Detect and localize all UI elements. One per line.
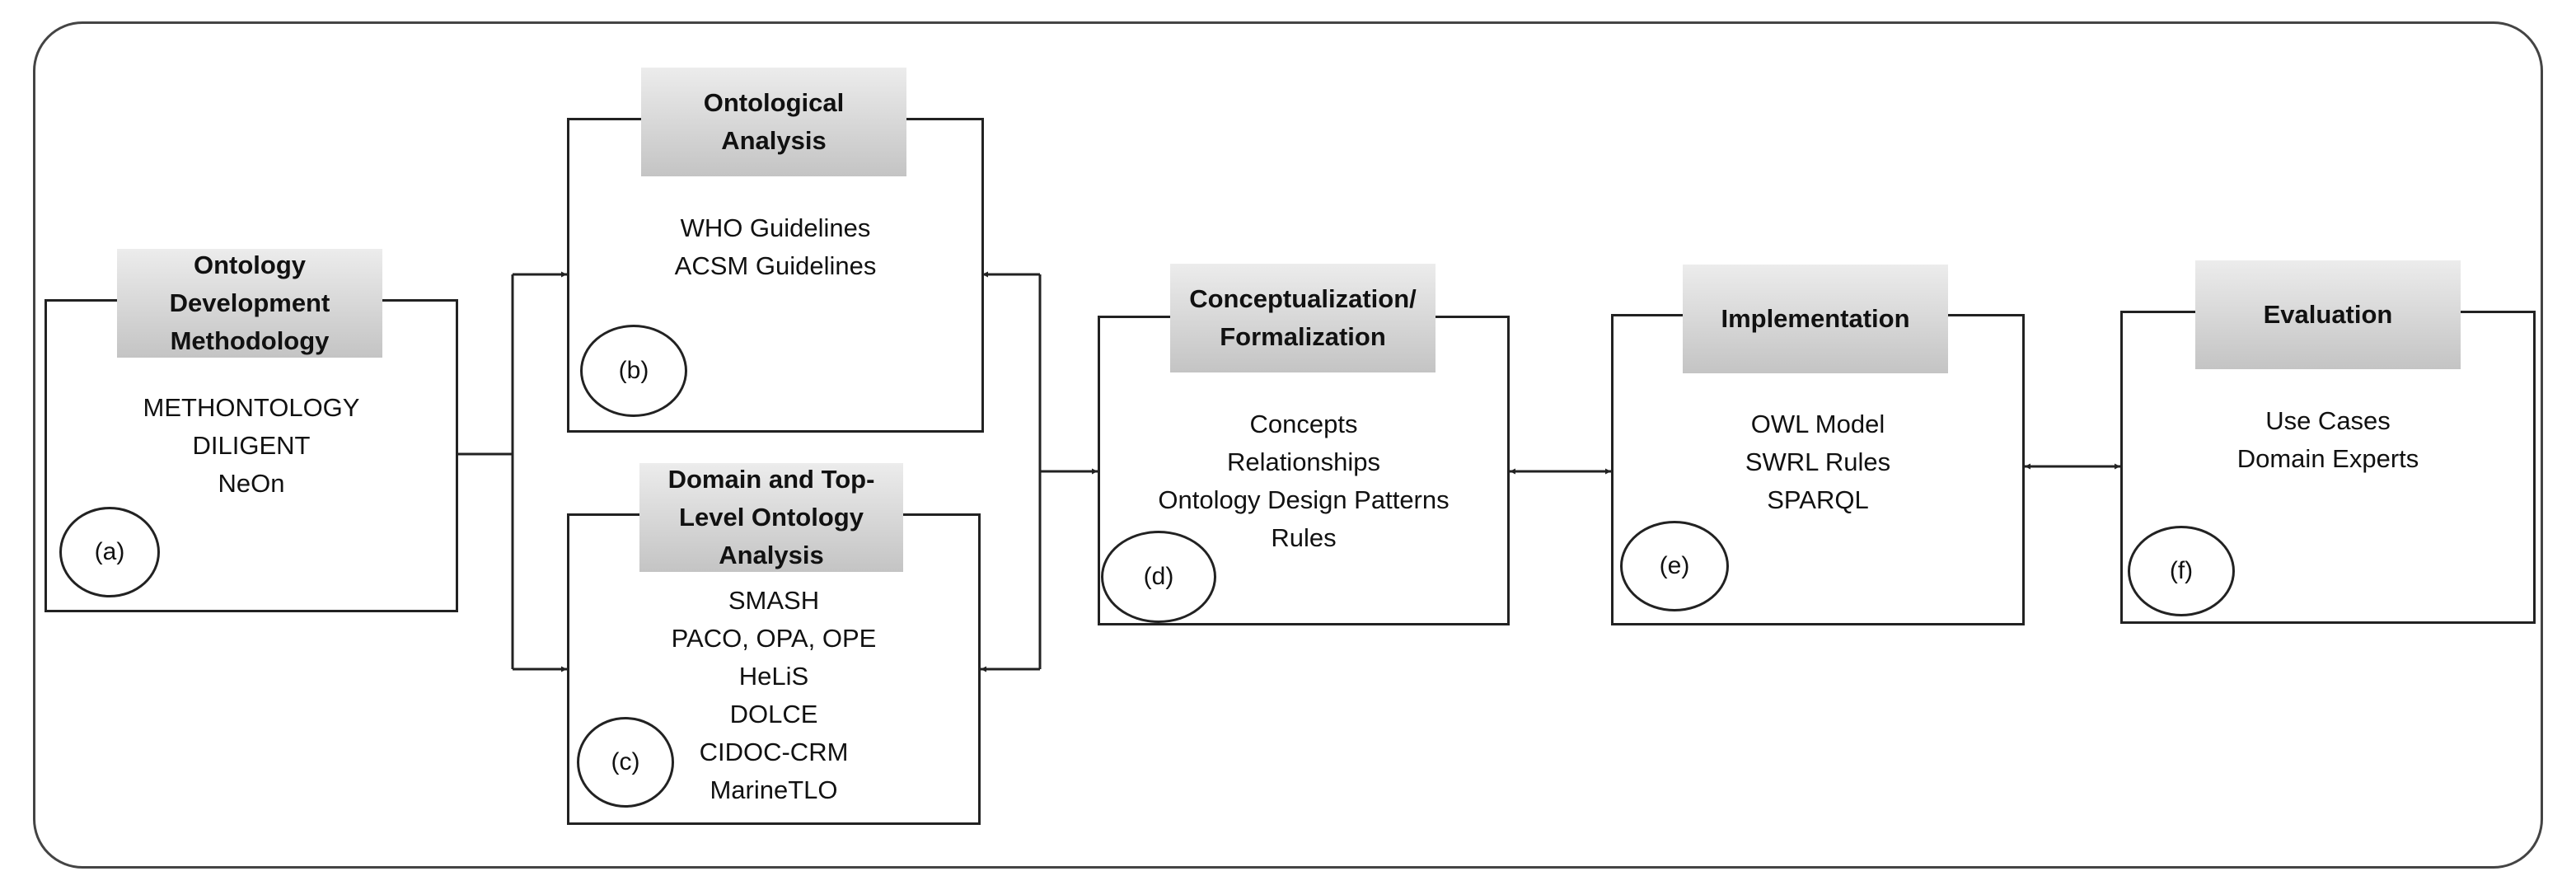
domain-item: HeLiS bbox=[738, 662, 809, 691]
domain-item: SMASH bbox=[728, 586, 820, 615]
implementation-items: OWL Model SWRL Rules SPARQL bbox=[1611, 405, 2025, 519]
conceptualization-item: Ontology Design Patterns bbox=[1158, 485, 1450, 514]
badge-d: (d) bbox=[1101, 531, 1216, 623]
badge-c: (c) bbox=[577, 717, 674, 808]
ontological-header: Ontological Analysis bbox=[641, 68, 906, 176]
ontological-item: WHO Guidelines bbox=[680, 213, 871, 242]
domain-item: CIDOC-CRM bbox=[699, 738, 849, 766]
implementation-item: SPARQL bbox=[1767, 485, 1869, 514]
evaluation-item: Use Cases bbox=[2265, 406, 2391, 435]
ontological-item: ACSM Guidelines bbox=[674, 251, 877, 280]
evaluation-item: Domain Experts bbox=[2236, 444, 2419, 473]
ontological-items: WHO Guidelines ACSM Guidelines bbox=[567, 209, 984, 285]
conceptualization-item: Relationships bbox=[1226, 447, 1381, 476]
domain-item: DOLCE bbox=[729, 700, 818, 728]
domain-item: MarineTLO bbox=[710, 775, 838, 804]
implementation-header: Implementation bbox=[1683, 265, 1948, 373]
methodology-header: Ontology Development Methodology bbox=[117, 249, 382, 358]
methodology-item: NeOn bbox=[218, 469, 285, 498]
methodology-items: METHONTOLOGY DILIGENT NeOn bbox=[44, 389, 458, 503]
evaluation-header: Evaluation bbox=[2195, 260, 2461, 369]
implementation-item: OWL Model bbox=[1750, 410, 1885, 438]
methodology-item: DILIGENT bbox=[192, 431, 311, 460]
conceptualization-item: Rules bbox=[1271, 523, 1337, 552]
badge-e: (e) bbox=[1620, 521, 1729, 611]
implementation-item: SWRL Rules bbox=[1745, 447, 1891, 476]
domain-item: PACO, OPA, OPE bbox=[671, 624, 877, 653]
conceptualization-item: Concepts bbox=[1249, 410, 1358, 438]
domain-header: Domain and Top-Level Ontology Analysis bbox=[639, 463, 903, 572]
diagram-frame bbox=[33, 21, 2543, 869]
evaluation-items: Use Cases Domain Experts bbox=[2120, 402, 2536, 478]
domain-items: SMASH PACO, OPA, OPE HeLiS DOLCE CIDOC-C… bbox=[567, 582, 981, 809]
conceptualization-items: Concepts Relationships Ontology Design P… bbox=[1098, 405, 1510, 557]
conceptualization-header: Conceptualization/ Formalization bbox=[1170, 264, 1436, 372]
badge-b: (b) bbox=[580, 325, 687, 417]
methodology-item: METHONTOLOGY bbox=[143, 393, 360, 422]
badge-a: (a) bbox=[59, 507, 160, 597]
badge-f: (f) bbox=[2128, 526, 2235, 616]
